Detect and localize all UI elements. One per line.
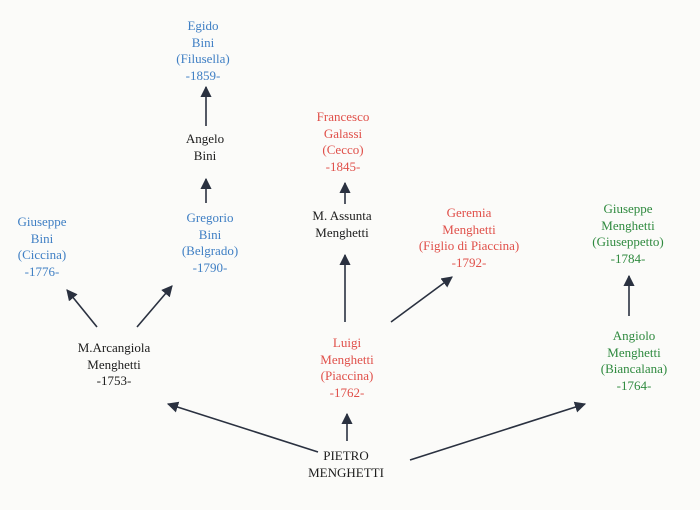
node-pietro-menghetti: PIETRO MENGHETTI	[308, 448, 384, 480]
node-francesco-galassi: Francesco Galassi (Cecco) -1845-	[316, 109, 370, 174]
node-giuseppe-bini: Giuseppe Bini (Ciccina) -1776-	[17, 214, 67, 279]
node-luigi-menghetti: Luigi Menghetti (Piaccina) -1762-	[320, 335, 374, 400]
arrow-arcangiola-gregorio	[136, 285, 173, 328]
node-gregorio-bini: Gregorio Bini (Belgrado) -1790-	[181, 210, 239, 275]
node-angelo-bini: Angelo Bini	[185, 131, 225, 163]
node-angiolo-menghetti: Angiolo Menghetti (Biancalana) -1764-	[600, 328, 668, 393]
node-giuseppe-menghetti: Giuseppe Menghetti (Giuseppetto) -1784-	[592, 201, 664, 266]
arrow-pietro-angiolo	[409, 401, 587, 461]
node-geremia-menghetti: Geremia Menghetti (Figlio di Piaccina) -…	[418, 205, 520, 270]
node-egido-bini: Egido Bini (Filusella) -1859-	[176, 18, 230, 83]
node-assunta-menghetti: M. Assunta Menghetti	[312, 208, 372, 240]
arrow-arcangiola-giuseppe-bini	[66, 289, 98, 328]
node-arcangiola-menghetti: M.Arcangiola Menghetti -1753-	[77, 340, 151, 388]
arrow-luigi-geremia	[390, 276, 453, 323]
arrow-pietro-arcangiola	[166, 401, 319, 453]
